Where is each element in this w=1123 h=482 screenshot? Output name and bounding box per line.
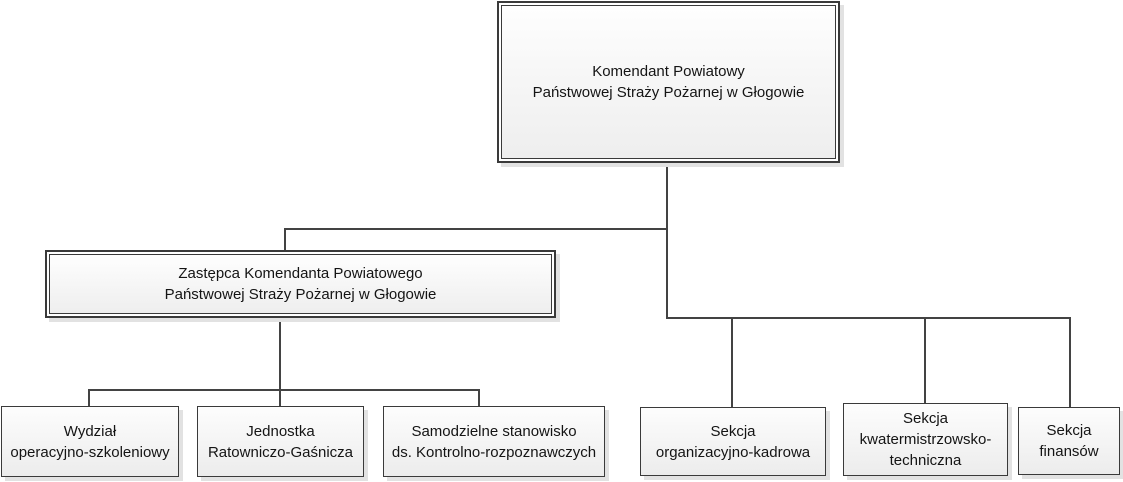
connector-wydzial-drop bbox=[88, 389, 90, 408]
connector-lower-left-horizontal bbox=[88, 389, 480, 391]
connector-right-branch-horizontal bbox=[666, 317, 1071, 319]
connector-sekcja-finansow-drop bbox=[1069, 317, 1071, 409]
connector-zastepca-stem bbox=[279, 317, 281, 391]
connector-trunk-vertical bbox=[666, 162, 668, 319]
connector-sekcja-kwater-drop bbox=[924, 317, 926, 405]
connector-jednostka-drop bbox=[279, 389, 281, 408]
connector-samodzielne-drop bbox=[478, 389, 480, 408]
connector-sekcja-org-drop bbox=[731, 317, 733, 409]
connector-left-branch-horizontal bbox=[284, 228, 668, 230]
connector-zastepca-drop bbox=[284, 228, 286, 252]
